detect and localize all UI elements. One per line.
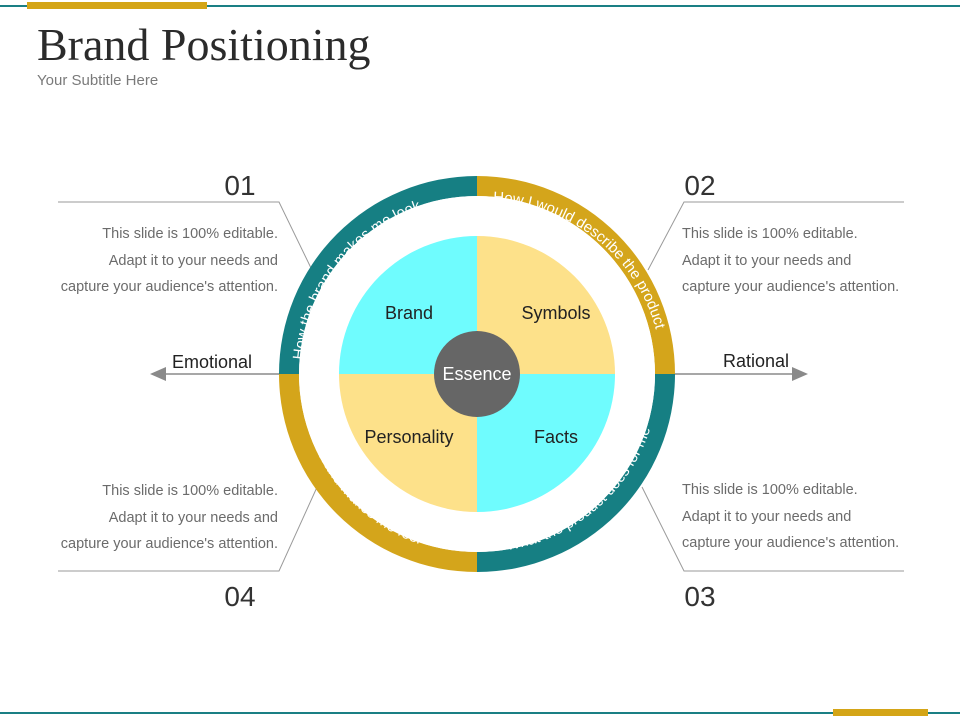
bottom-border-line [0,712,960,714]
callout-02-line2: Adapt it to your needs and [682,252,852,269]
callout-01-line3: capture your audience's attention. [60,279,278,295]
callout-04-line1: This slide is 100% editable. [102,483,278,499]
callout-01-number: 01 [224,170,255,201]
ring-top-left [279,176,477,374]
callout-03-line2: Adapt it to your needs and [682,508,852,525]
callout-04-leader-line [58,484,319,572]
callout-03-number: 03 [684,581,715,612]
callout-02-line3: capture your audience's attention. [682,279,900,295]
callout-03-description: This slide is 100% editable. Adapt it to… [682,477,917,557]
callout-01-leader-line [58,201,312,269]
left-arrow-icon [150,367,166,381]
emotional-label: Emotional [172,352,252,372]
quadrant-symbols [477,236,615,374]
essence-circle [434,331,520,417]
top-accent-bar [27,2,207,9]
callout-03-line1: This slide is 100% editable. [682,482,858,498]
right-arrow-icon [792,367,808,381]
callout-02-number: 02 [684,170,715,201]
callout-04-description: This slide is 100% editable. Adapt it to… [43,478,278,558]
callout-01-line1: This slide is 100% editable. [102,226,278,242]
quadrant-personality [339,374,477,512]
quadrant-label-personality: Personality [364,427,453,447]
quadrant-label-brand: Brand [385,303,433,323]
page-title: Brand Positioning [37,19,371,70]
callout-03-line3: capture your audience's attention. [682,535,900,551]
callout-04-number: 04 [224,581,255,612]
essence-label: Essence [442,364,511,384]
ring-top-right [477,176,675,374]
bottom-accent-bar [833,709,928,716]
top-border-line [0,5,960,7]
quadrant-facts [477,374,615,512]
rational-label: Rational [723,351,789,371]
page-subtitle: Your Subtitle Here [37,72,159,89]
quadrant-label-symbols: Symbols [521,303,590,323]
callout-04-line3: capture your audience's attention. [60,536,278,552]
callout-01-description: This slide is 100% editable. Adapt it to… [43,221,278,301]
callout-04-line2: Adapt it to your needs and [108,509,278,526]
callout-03-leader-line [641,486,904,572]
quadrant-label-facts: Facts [534,427,578,447]
callout-01-line2: Adapt it to your needs and [108,252,278,269]
callout-02-leader-line [647,201,904,271]
quadrant-brand [339,236,477,374]
callout-02-line1: This slide is 100% editable. [682,226,858,242]
ring-bottom-left [279,374,477,572]
callout-02-description: This slide is 100% editable. Adapt it to… [682,221,917,301]
ring-bottom-right [477,374,675,572]
